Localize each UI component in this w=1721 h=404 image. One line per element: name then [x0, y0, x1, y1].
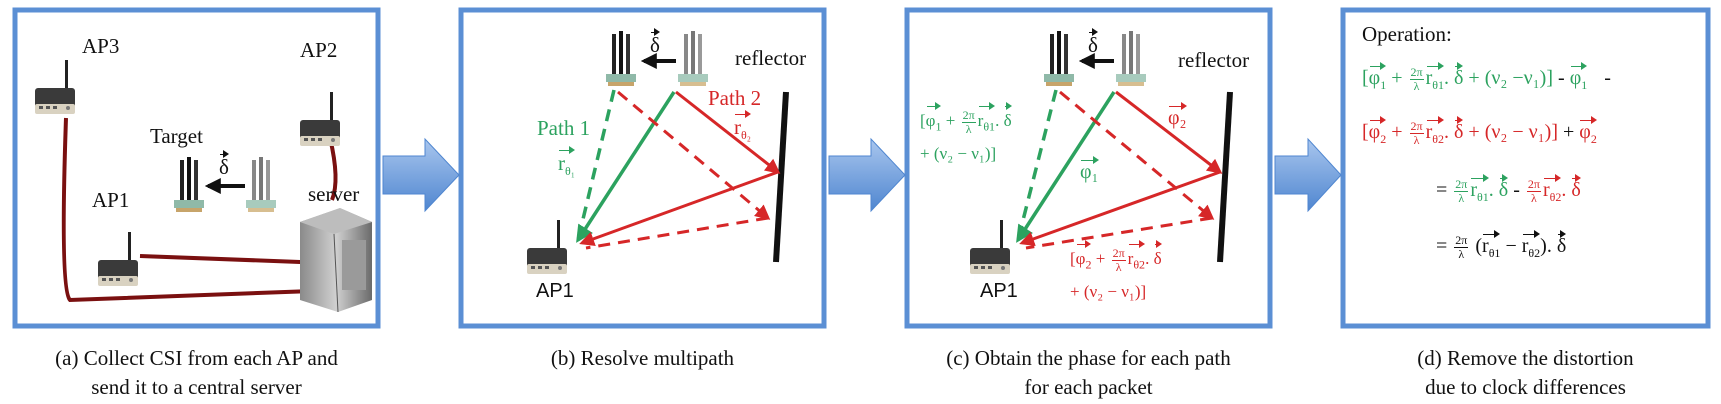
label-reflector: reflector [1178, 48, 1250, 72]
target-antenna-ghost-icon [246, 157, 276, 212]
caption-b-line-1: (b) Resolve multipath [550, 346, 735, 370]
label-delta: δ [1088, 28, 1098, 58]
label-path1: Path 1 [537, 116, 591, 140]
label-ap3: AP3 [82, 34, 120, 58]
label-ap1: AP1 [92, 188, 130, 212]
panel-b-frame [458, 7, 827, 329]
path1-green-dashed [576, 89, 616, 241]
label-reflector: reflector [735, 46, 807, 70]
path2-red-dashed-out [585, 216, 769, 250]
label-server: server [308, 182, 360, 206]
path2-red-solid-in [675, 90, 781, 174]
path2-red-solid-out [579, 170, 779, 246]
caption-d-line-2: due to clock differences [1425, 375, 1626, 399]
cable-ap3-server [61, 117, 347, 303]
panel-c-frame [904, 7, 1273, 329]
reflector-wall [773, 91, 789, 263]
panel-c-scene [970, 31, 1233, 274]
router-ap2-icon [300, 92, 340, 146]
label-path2: Path 2 [708, 86, 762, 110]
cable-ap1-server [139, 254, 318, 264]
label-r-theta1: rθ₁ [558, 145, 575, 179]
caption-d: (d) Remove the distortion due to clock d… [1343, 344, 1708, 402]
server-icon [300, 208, 372, 313]
caption-c: (c) Obtain the phase for each path for e… [907, 344, 1270, 402]
flow-arrow-c-d [1274, 137, 1342, 213]
tx-antenna-icon [606, 31, 636, 86]
caption-b: (b) Resolve multipath [461, 344, 824, 373]
panel-a-frame [12, 7, 381, 329]
path2-red-solid-out [1019, 170, 1221, 247]
path2-red-dashed-in [1059, 90, 1215, 220]
flow-arrow-b-c [828, 137, 906, 213]
path1-green-dashed [1016, 89, 1058, 241]
caption-a: (a) Collect CSI from each AP and send it… [15, 344, 378, 402]
caption-a-line-2: send it to a central server [91, 375, 302, 399]
tx-antenna-ghost-icon [678, 31, 708, 86]
tx-antenna-icon [1044, 31, 1074, 86]
router-ap1-icon [98, 232, 138, 286]
path2-red-dashed-out [1025, 216, 1213, 250]
label-phi2: φ₂ [1168, 102, 1187, 130]
panel-b-scene [527, 31, 789, 274]
label-ap2: AP2 [300, 38, 338, 62]
caption-d-line-1: (d) Remove the distortion [1417, 346, 1634, 370]
path2-red-solid-in [1115, 90, 1223, 174]
tx-antenna-ghost-icon [1116, 31, 1146, 86]
path1-green-solid [1016, 91, 1116, 243]
label-target: Target [150, 124, 203, 148]
reflector-wall [1217, 91, 1233, 263]
path2-red-dashed-in [617, 90, 771, 220]
label-delta: δ [219, 150, 229, 180]
label-phi1: φ₁ [1080, 156, 1099, 184]
panel-d-frame [1340, 7, 1711, 329]
flow-arrow-a-b [382, 137, 460, 213]
router-ap1-icon [970, 220, 1010, 274]
delta-symbol: δ [650, 28, 660, 58]
caption-a-line-1: (a) Collect CSI from each AP and [55, 346, 338, 370]
label-delta: δ [650, 28, 660, 58]
label-ap1: AP1 [980, 280, 1018, 302]
label-ap1: AP1 [536, 280, 574, 302]
caption-c-line-2: for each packet [1024, 375, 1153, 399]
delta-symbol: δ [219, 150, 229, 180]
path1-green-solid [576, 91, 676, 243]
label-r-theta2: rθ₂ [734, 109, 751, 143]
caption-c-line-1: (c) Obtain the phase for each path [946, 346, 1231, 370]
target-antenna-icon [174, 157, 204, 212]
panel-a-scene [35, 60, 372, 313]
operation-title: Operation: [1362, 22, 1452, 46]
router-ap1-icon [527, 220, 567, 274]
delta-symbol: δ [1088, 28, 1098, 58]
router-ap3-icon [35, 60, 75, 114]
